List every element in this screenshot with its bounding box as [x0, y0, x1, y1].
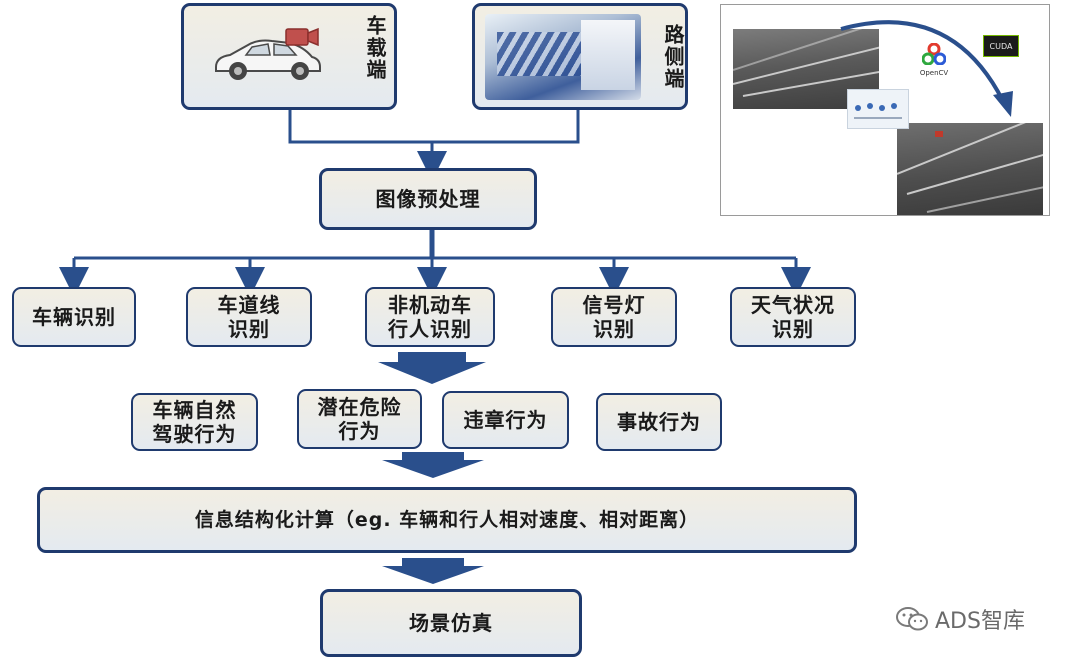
recognition-lane-box: 车道线 识别 — [186, 287, 312, 347]
behavior-label-line1: 潜在危险 — [317, 395, 402, 419]
block-arrow-3 — [382, 558, 484, 584]
detection-thumbnail — [847, 89, 909, 129]
road-camera-image-after — [897, 123, 1043, 215]
recognition-label: 车辆识别 — [32, 305, 116, 329]
preprocess-box: 图像预处理 — [319, 168, 537, 230]
recognition-label-line2: 识别 — [772, 317, 814, 341]
wechat-icon — [896, 607, 928, 631]
compute-label: 信息结构化计算（eg. 车辆和行人相对速度、相对距离） — [194, 509, 700, 531]
block-arrow-2 — [382, 452, 484, 478]
simulation-label: 场景仿真 — [409, 611, 493, 635]
behavior-violation-box: 违章行为 — [442, 391, 569, 449]
behavior-label-line2: 行为 — [338, 419, 381, 443]
behavior-accident-box: 事故行为 — [596, 393, 722, 451]
cuda-logo-icon: CUDA — [983, 35, 1019, 57]
recognition-label-line2: 行人识别 — [388, 317, 472, 341]
watermark: ADS智库 — [895, 603, 1025, 635]
roadside-source-box — [472, 3, 688, 110]
recognition-label-line2: 识别 — [228, 317, 270, 341]
behavior-natural-box: 车辆自然 驾驶行为 — [131, 393, 258, 451]
behavior-label-line1: 车辆自然 — [152, 398, 237, 422]
car-camera-icon — [215, 27, 321, 80]
compute-box: 信息结构化计算（eg. 车辆和行人相对速度、相对距离） — [37, 487, 857, 553]
watermark-label: ADS智库 — [935, 609, 1025, 634]
behavior-label: 违章行为 — [463, 408, 548, 432]
recognition-pedestrian-box: 非机动车 行人识别 — [365, 287, 495, 347]
recognition-label-line1: 车道线 — [217, 293, 281, 317]
connector-vehicle — [288, 108, 432, 144]
detected-vehicle-marker — [935, 131, 943, 137]
recognition-label-line1: 天气状况 — [751, 293, 835, 317]
cuda-label: CUDA — [989, 42, 1013, 51]
recognition-label-line2: 识别 — [593, 317, 635, 341]
recognition-weather-box: 天气状况 识别 — [730, 287, 856, 347]
behavior-danger-box: 潜在危险 行为 — [297, 389, 422, 449]
block-arrow-1 — [378, 352, 486, 384]
behavior-label-line2: 驾驶行为 — [152, 422, 237, 446]
vehicle-source-box — [181, 3, 397, 110]
opencv-logo-icon: OpenCV — [917, 42, 951, 79]
road-camera-panel: OpenCV CUDA — [720, 4, 1050, 216]
connector-roadside — [432, 108, 580, 144]
roadside-camera-image — [485, 13, 641, 100]
recognition-signal-box: 信号灯 识别 — [551, 287, 677, 347]
recognition-label-line1: 非机动车 — [388, 293, 472, 317]
simulation-box: 场景仿真 — [320, 589, 582, 657]
preprocess-label: 图像预处理 — [375, 187, 481, 211]
recognition-label-line1: 信号灯 — [582, 293, 646, 317]
opencv-label: OpenCV — [919, 69, 949, 77]
roadside-source-label: 路侧端 — [661, 24, 685, 90]
recognition-vehicle-box: 车辆识别 — [12, 287, 136, 347]
vehicle-source-label: 车载端 — [363, 15, 387, 81]
process-arrow-icon — [840, 20, 1013, 117]
behavior-label: 事故行为 — [617, 410, 701, 434]
